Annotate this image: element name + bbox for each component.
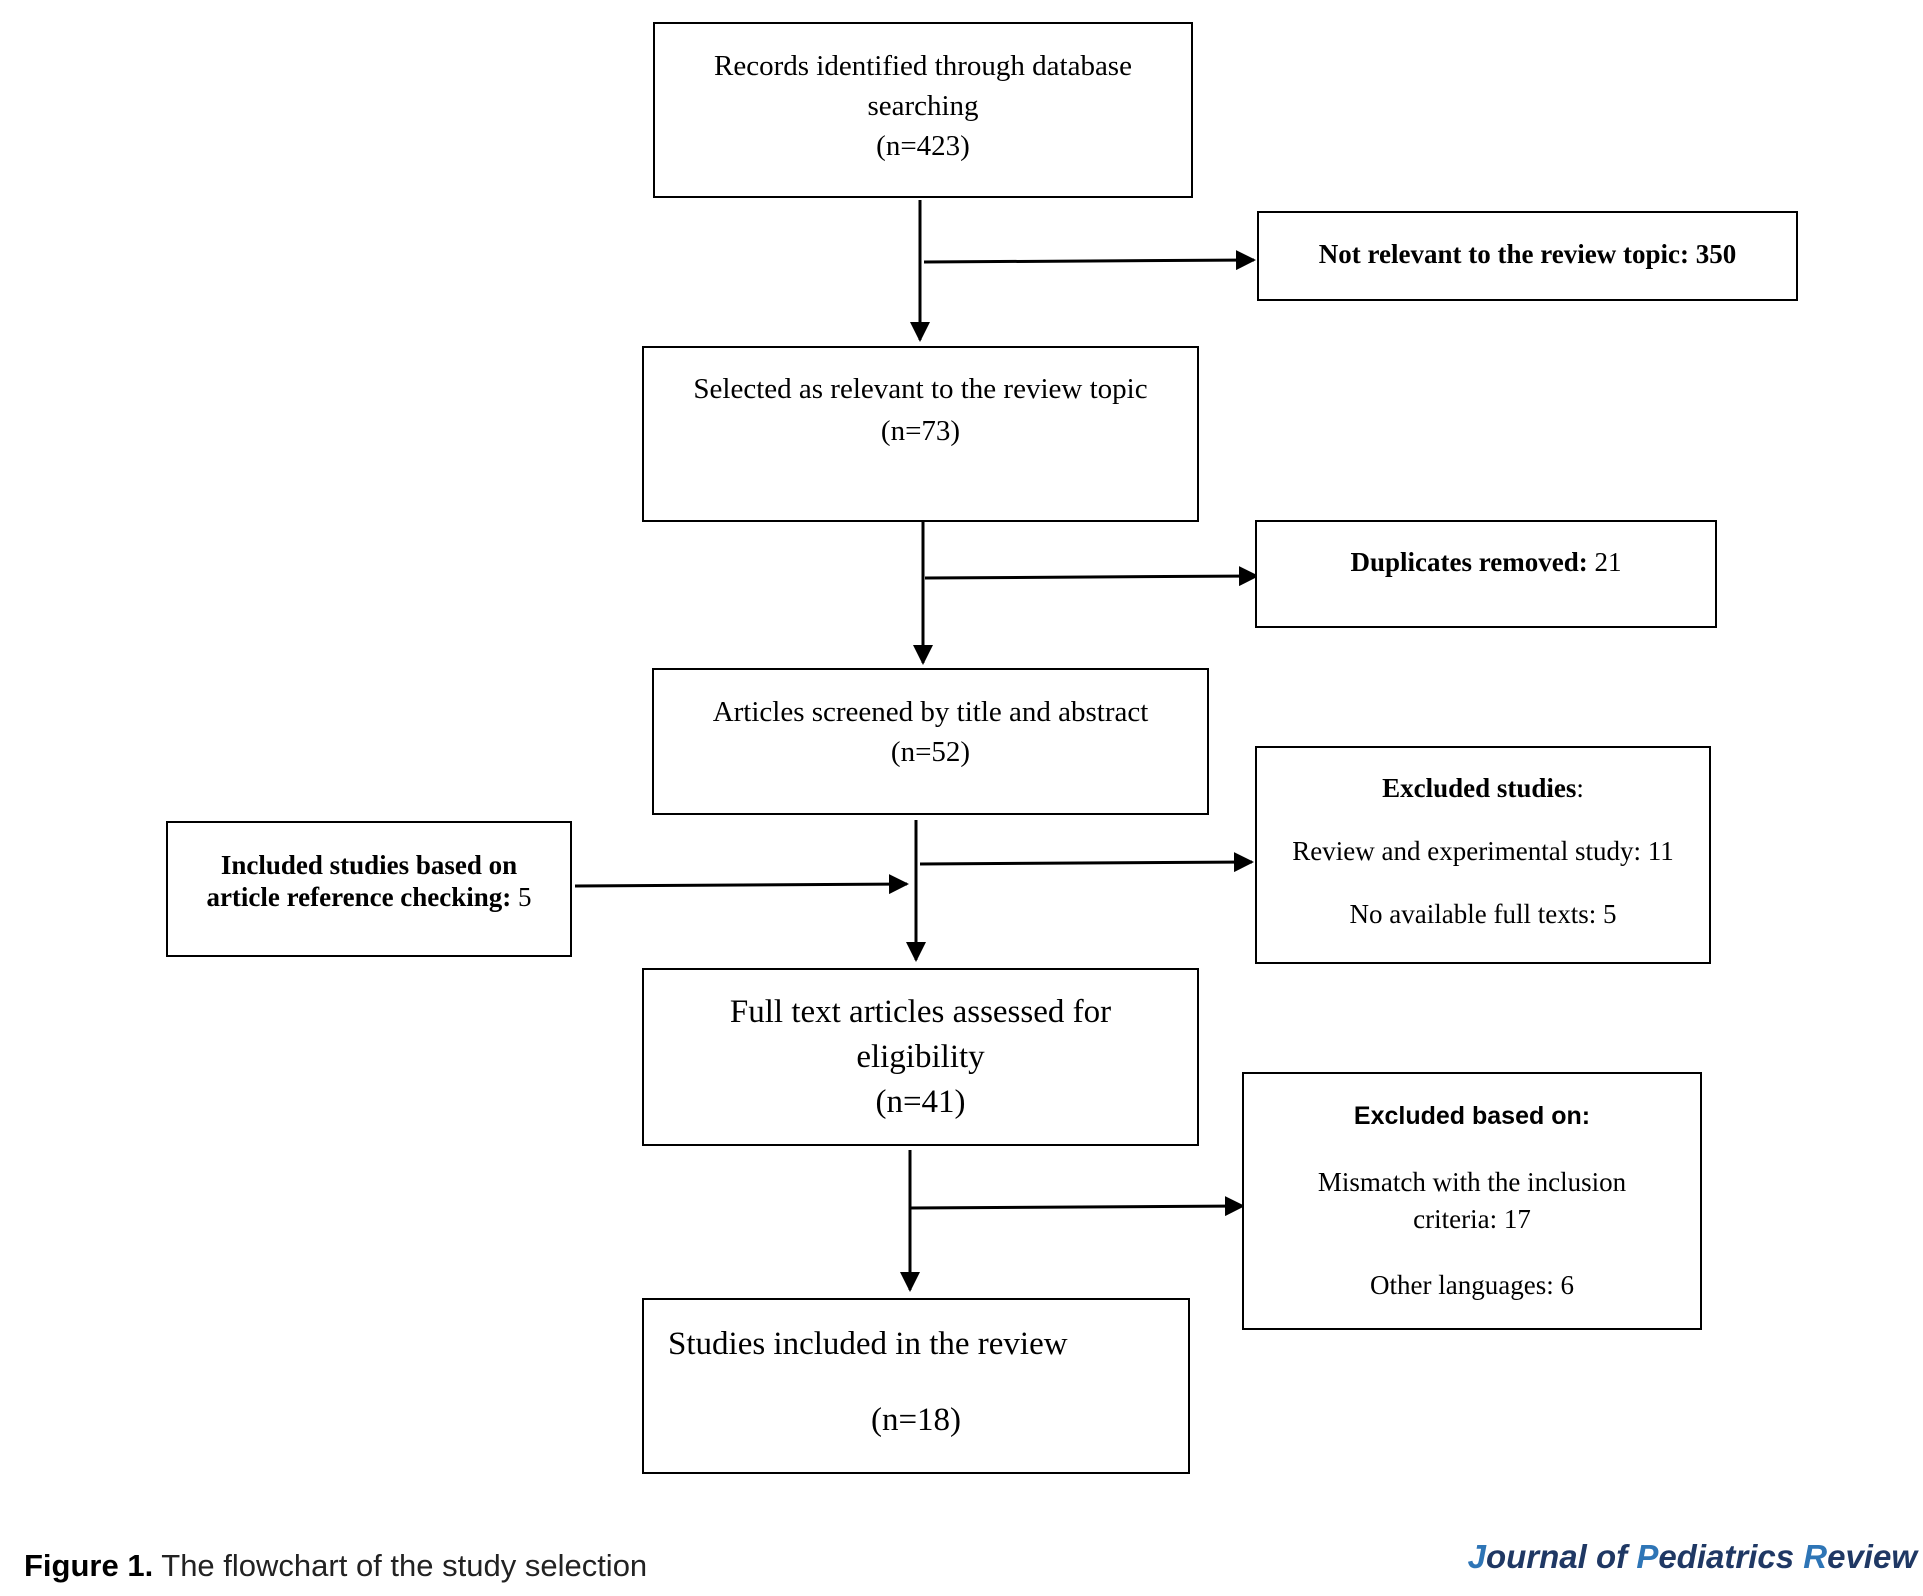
journal-p: P — [1636, 1538, 1659, 1575]
not-relevant-box: Not relevant to the review topic: 350 — [1257, 211, 1798, 301]
duplicates-removed-box: Duplicates removed: 21 — [1255, 520, 1717, 628]
full-text-assessed-box: Full text articles assessed for eligibil… — [642, 968, 1199, 1146]
journal-eview: eview — [1827, 1538, 1917, 1575]
excluded-studies-heading: Excluded studies — [1382, 773, 1577, 803]
excluded-studies-box: Excluded studies: Review and experimenta… — [1255, 746, 1711, 964]
reference-checking-box: Included studies based on article refere… — [166, 821, 572, 957]
journal-ediatrics: ediatrics — [1658, 1538, 1804, 1575]
figure-caption: Figure 1. The flowchart of the study sel… — [24, 1548, 647, 1584]
excluded-other-languages: Other languages: 6 — [1370, 1270, 1574, 1300]
excluded-based-on-box: Excluded based on: Mismatch with the inc… — [1242, 1072, 1702, 1330]
records-line1: Records identified through database — [714, 50, 1132, 82]
duplicates-label: Duplicates removed: — [1350, 547, 1588, 577]
figure-label: Figure 1. — [24, 1548, 154, 1583]
articles-screened-box: Articles screened by title and abstract … — [652, 668, 1209, 815]
journal-j: J — [1467, 1538, 1486, 1575]
studies-included-box: Studies included in the review (n=18) — [642, 1298, 1190, 1474]
records-line2: searching — [867, 90, 979, 122]
records-identified-box: Records identified through database sear… — [653, 22, 1193, 198]
included-count: (n=18) — [870, 1402, 962, 1438]
records-count: (n=423) — [876, 130, 970, 162]
journal-name: Journal of Pediatrics Review — [1468, 1538, 1917, 1576]
selected-line1: Selected as relevant to the review topic — [693, 373, 1148, 405]
duplicates-value: 21 — [1587, 547, 1622, 577]
excluded-studies-colon: : — [1576, 773, 1584, 803]
fulltext-line2: eligibility — [856, 1039, 985, 1075]
excluded-based-heading: Excluded based on: — [1353, 1102, 1591, 1130]
selected-relevant-box: Selected as relevant to the review topic… — [642, 346, 1199, 522]
reference-value: 5 — [511, 882, 532, 912]
not-relevant-label: Not relevant to the review topic: 350 — [1318, 239, 1737, 269]
selected-count: (n=73) — [880, 415, 961, 447]
screened-count: (n=52) — [890, 736, 971, 768]
arrow-to-excluded-based-on — [909, 1196, 1245, 1217]
arrow-from-reference-checking — [574, 874, 909, 895]
included-line1: Studies included in the review — [668, 1326, 1068, 1362]
figure-caption-text: The flowchart of the study selection — [153, 1548, 648, 1583]
screened-line1: Articles screened by title and abstract — [712, 696, 1149, 728]
arrow-to-excluded-studies — [919, 852, 1254, 873]
fulltext-line1: Full text articles assessed for — [729, 994, 1112, 1030]
journal-r: R — [1803, 1538, 1828, 1575]
arrow-to-not-relevant — [923, 250, 1256, 271]
arrow-to-duplicates — [924, 566, 1259, 587]
excluded-item-review: Review and experimental study: 11 — [1292, 836, 1674, 866]
fulltext-count: (n=41) — [875, 1084, 966, 1120]
excluded-mismatch-line1: Mismatch with the inclusion — [1317, 1167, 1627, 1197]
reference-line1: Included studies based on — [220, 850, 518, 880]
excluded-mismatch-line2: criteria: 17 — [1413, 1204, 1531, 1234]
journal-ournal-of: ournal of — [1485, 1538, 1637, 1575]
reference-line2: article reference checking: — [206, 882, 512, 912]
excluded-item-no-fulltext: No available full texts: 5 — [1349, 899, 1617, 929]
